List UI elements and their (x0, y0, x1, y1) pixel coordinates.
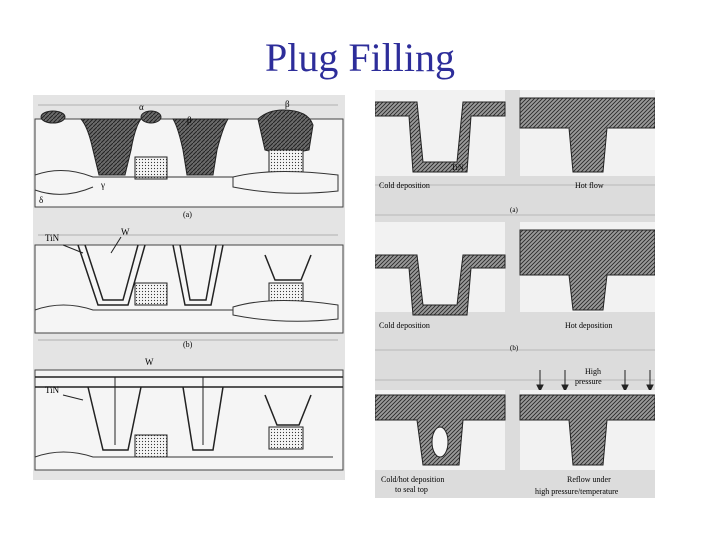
gate-poly (268, 426, 304, 450)
filled-contact-plug (172, 118, 229, 176)
right-panel-b-caption: (b) (510, 344, 519, 352)
reflow-diagram (519, 390, 655, 470)
label-pressure: pressure (575, 377, 602, 386)
pressure-arrows (536, 370, 654, 393)
label-beta: β (187, 115, 192, 125)
label-reflow-under: Reflow under (567, 475, 611, 484)
label-delta: δ (39, 195, 43, 205)
cold-hot-seal-diagram (375, 390, 506, 470)
label-gamma: γ (100, 180, 105, 190)
right-panel-c: High pressure Cold/hot deposition to sea… (375, 367, 655, 496)
label-alpha: α (139, 102, 144, 112)
void (431, 426, 449, 458)
panel-a-caption: (a) (183, 210, 192, 219)
label-tin: TiN (45, 385, 60, 395)
gate-poly (268, 149, 304, 173)
gate-poly (134, 434, 168, 458)
panel-b-caption: (b) (183, 340, 193, 349)
contact-fill-cross-section-figure: α β β γ δ (a) TiN W (b) (33, 95, 345, 480)
right-panel-b: Cold deposition Hot deposition (b) (375, 222, 655, 352)
label-w: W (145, 357, 154, 367)
label-hot-deposition: Hot deposition (565, 321, 612, 330)
panel-c: W TiN (34, 357, 344, 471)
cold-deposition-diagram (375, 90, 506, 176)
label-seal-top: to seal top (395, 485, 428, 494)
plug-fill-methods-figure: TiN Cold deposition Hot flow (a) Cold de… (375, 90, 655, 498)
hot-deposition-diagram (519, 222, 655, 312)
panel-b: TiN W (b) (34, 227, 344, 349)
label-high: High (585, 367, 601, 376)
label-hot-flow: Hot flow (575, 181, 604, 190)
gate-poly (134, 156, 168, 180)
label-tin: TiN (45, 233, 60, 243)
label-high-pressure-temperature: high pressure/temperature (535, 487, 619, 496)
right-panel-a: TiN Cold deposition Hot flow (a) (375, 90, 655, 214)
label-beta: β (285, 99, 290, 109)
label-cold-hot-deposition: Cold/hot deposition (381, 475, 444, 484)
panel-a: α β β γ δ (a) (34, 99, 344, 219)
label-cold-deposition: Cold deposition (379, 181, 430, 190)
label-cold-deposition: Cold deposition (379, 321, 430, 330)
label-w: W (121, 227, 130, 237)
right-panel-a-caption: (a) (510, 206, 518, 214)
gate-poly (134, 282, 168, 306)
hot-flow-diagram (519, 90, 655, 176)
slide-title: Plug Filling (264, 35, 456, 80)
filled-contact-plug (79, 118, 142, 176)
filled-contact-plug (257, 109, 314, 156)
label-tin: TiN (451, 163, 464, 172)
cold-deposition-diagram (375, 222, 506, 316)
